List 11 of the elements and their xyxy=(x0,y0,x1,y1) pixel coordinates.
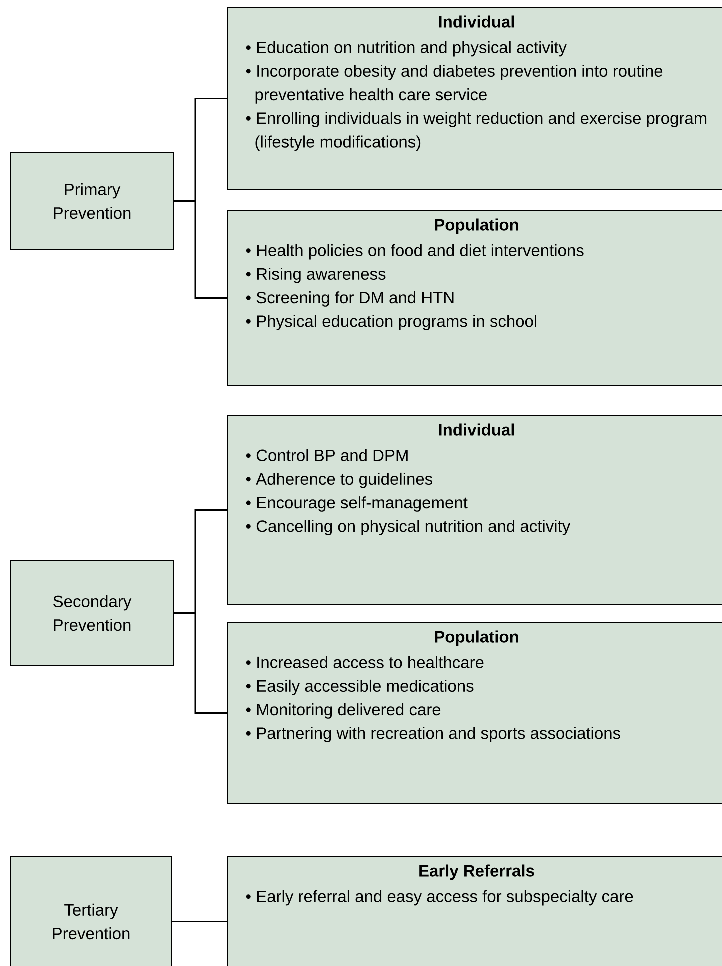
detail-box: Population • Health policies on food and diet interventions • Rising awareness • Screening for DM and HTN • Physical education programs in school xyxy=(227,210,722,386)
detail-box: Early Referrals • Early referral and easy access for subspecialty care xyxy=(227,856,722,966)
stage-box: Tertiary Prevention xyxy=(10,856,172,966)
connector-line xyxy=(174,200,227,299)
stage-box: Primary Prevention xyxy=(10,152,174,250)
detail-box: Population • Increased access to healthcare • Easily accessible medications • Monitoring delivered care • Partnering with recreation and sports associations xyxy=(227,622,722,804)
detail-box: Individual • Control BP and DPM • Adherence to guidelines • Encourage self-management • Cancelling on physical nutrition and activity xyxy=(227,415,722,606)
connector-line xyxy=(172,921,227,922)
detail-box: Individual • Education on nutrition and physical activity • Incorporate obesity and diabetes prevention into routine preventative health care service • Enrolling individuals in weight reduction and exercise program (lifestyle modifications) xyxy=(227,7,722,190)
connector-line xyxy=(174,612,227,714)
stage-box: Secondary Prevention xyxy=(10,560,174,666)
